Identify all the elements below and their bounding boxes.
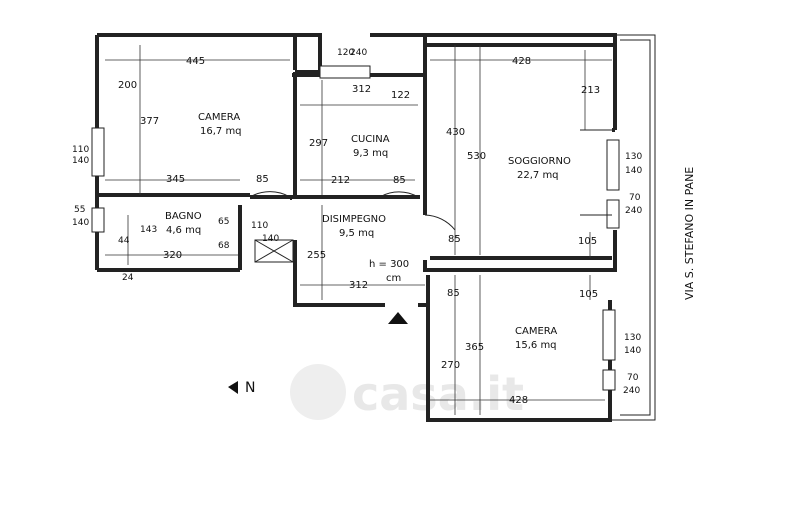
- dim-label: 85: [256, 174, 269, 185]
- dim-label: 24: [122, 273, 134, 283]
- dim-label: 428: [509, 395, 528, 406]
- dim-label: 140: [72, 218, 89, 228]
- dim-label: 70: [627, 373, 639, 383]
- room-disimpegno-area: 9,5 mq: [339, 228, 374, 239]
- room-camera1-area: 16,7 mq: [200, 126, 242, 137]
- dim-label: 320: [163, 250, 182, 261]
- north-indicator: N: [228, 380, 255, 396]
- dim-label: 345: [166, 174, 185, 185]
- dim-label: 430: [446, 127, 465, 138]
- dim-label: 213: [581, 85, 600, 96]
- room-camera1-name: CAMERA: [198, 112, 240, 123]
- dim-label: 255: [307, 250, 326, 261]
- dim-label: 65: [218, 217, 229, 227]
- walls: [95, 33, 656, 422]
- dim-label: 143: [140, 225, 157, 235]
- room-bagno-area: 4,6 mq: [166, 225, 201, 236]
- room-cucina-area: 9,3 mq: [353, 148, 388, 159]
- dim-label: 240: [350, 48, 367, 58]
- street-label: VIA S. STEFANO IN PANE: [683, 167, 696, 300]
- dim-label: 110: [251, 221, 268, 231]
- height-label-line1: h = 300: [369, 259, 409, 270]
- dim-label: 85: [447, 288, 460, 299]
- dim-label: 130: [625, 152, 642, 162]
- dim-label: 200: [118, 80, 137, 91]
- room-soggiorno-area: 22,7 mq: [517, 170, 559, 181]
- dim-label: 105: [579, 289, 598, 300]
- dim-label: 365: [465, 342, 484, 353]
- room-soggiorno-name: SOGGIORNO: [508, 156, 571, 167]
- dim-label: 140: [624, 346, 641, 356]
- room-bagno-name: BAGNO: [165, 211, 202, 222]
- room-camera2-name: CAMERA: [515, 326, 557, 337]
- dim-label: 312: [349, 280, 368, 291]
- dim-label: 297: [309, 138, 328, 149]
- dim-label: 85: [393, 175, 406, 186]
- dim-label: 140: [72, 156, 89, 166]
- dim-label: 85: [448, 234, 461, 245]
- dim-label: 105: [578, 236, 597, 247]
- windows: [91, 65, 620, 391]
- dim-label: 240: [625, 206, 642, 216]
- dimension-lines: [105, 45, 612, 415]
- dim-label: 428: [512, 56, 531, 67]
- room-disimpegno-name: DISIMPEGNO: [322, 214, 386, 225]
- dim-label: 130: [624, 333, 641, 343]
- height-label-line2: cm: [386, 273, 401, 284]
- dim-label: 122: [391, 90, 410, 101]
- watermark-text: casa.it: [352, 367, 524, 421]
- dim-label: 110: [72, 145, 89, 155]
- doors: [249, 129, 612, 231]
- dim-label: 70: [629, 193, 641, 203]
- entrance-arrow: [388, 312, 408, 324]
- dim-label: 44: [118, 236, 130, 246]
- dim-label: 212: [331, 175, 350, 186]
- room-camera2-area: 15,6 mq: [515, 340, 557, 351]
- dim-label: 312: [352, 84, 371, 95]
- dim-label: 530: [467, 151, 486, 162]
- dim-label: 377: [140, 116, 159, 127]
- room-labels: CAMERA 16,7 mq CUCINA 9,3 mq SOGGIORNO 2…: [165, 112, 571, 351]
- dim-label: 445: [186, 56, 205, 67]
- north-label: N: [245, 380, 255, 396]
- dimension-labels: 445 200 377 345 85 110 140 55 140 143 65…: [72, 48, 642, 406]
- dim-label: 120: [337, 48, 354, 58]
- dim-label: 140: [262, 234, 279, 244]
- dim-label: 68: [218, 241, 230, 251]
- dim-label: 140: [625, 166, 642, 176]
- watermark: casa.it: [290, 364, 524, 421]
- dim-label: 270: [441, 360, 460, 371]
- room-cucina-name: CUCINA: [351, 134, 390, 145]
- dim-label: 240: [623, 386, 640, 396]
- dim-label: 55: [74, 205, 85, 215]
